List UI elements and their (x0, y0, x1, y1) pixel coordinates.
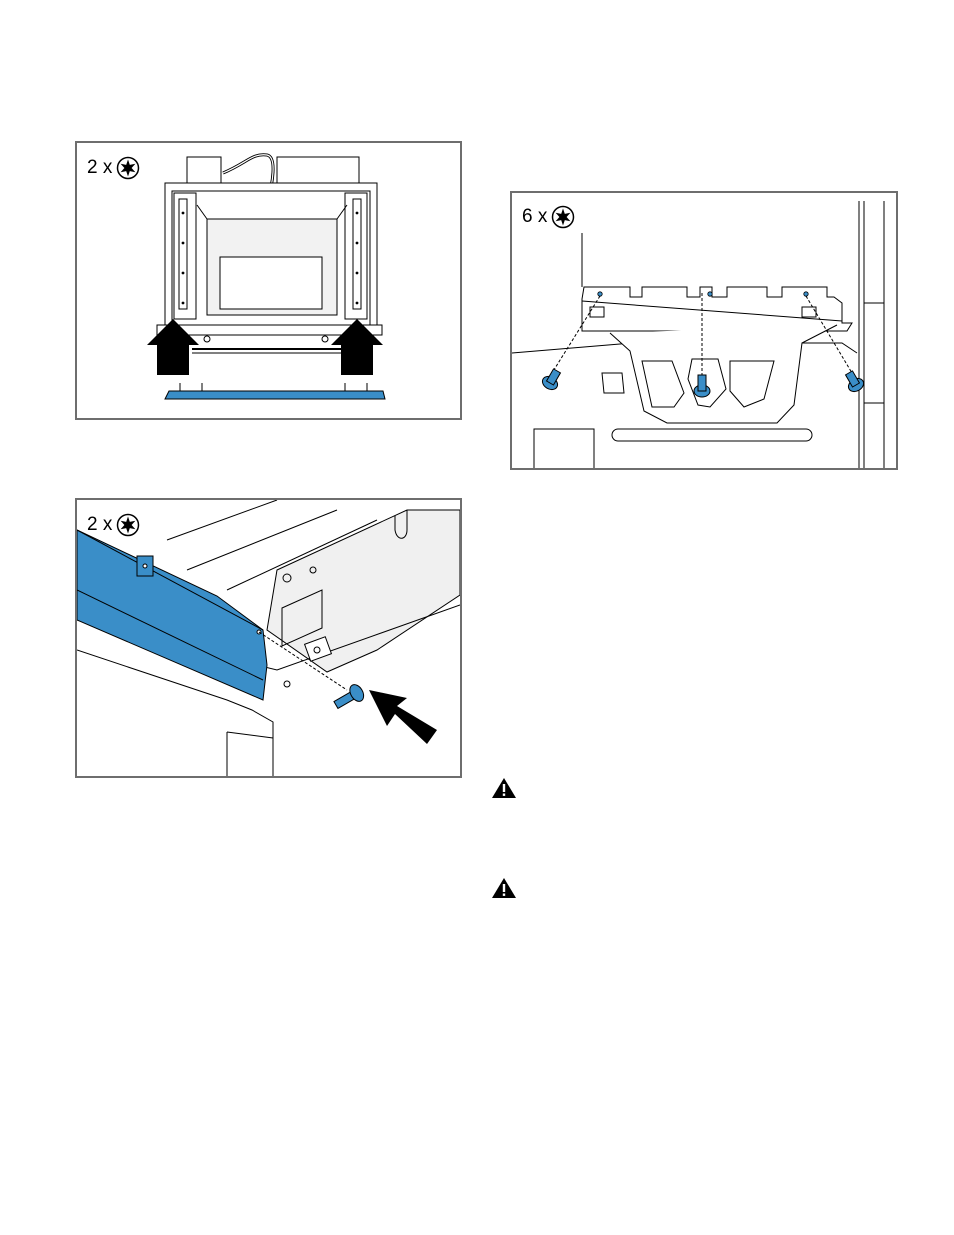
warning-triangle-icon (492, 878, 516, 898)
torx-star-icon (117, 156, 140, 180)
screw-icon-group (541, 368, 865, 398)
side-rail-illustration (77, 500, 460, 776)
up-arrow-icon-right (331, 319, 383, 375)
count-text: 6 x (522, 206, 548, 227)
figure-mounting-bracket: 6 x (510, 191, 898, 470)
bracket-illustration (512, 201, 885, 468)
screw-icon (333, 684, 365, 710)
count-text: 2 x (87, 514, 113, 535)
push-arrow-icon (369, 690, 437, 744)
screw-count-label: 2 x (87, 513, 140, 537)
count-text: 2 x (87, 157, 113, 178)
up-arrow-icon-left (147, 319, 199, 375)
screw-count-label: 6 x (522, 205, 575, 229)
screw-count-label: 2 x (87, 156, 140, 180)
blue-side-rail (77, 529, 268, 701)
drawer-lift-illustration (147, 153, 386, 400)
blue-cover-panel (164, 390, 386, 400)
figure-drawer-lift: 2 x (75, 141, 462, 420)
warning-triangle-icon (492, 778, 516, 798)
figure-side-rail-screw: 2 x (75, 498, 462, 778)
torx-star-icon (552, 205, 575, 229)
torx-star-icon (117, 513, 140, 537)
